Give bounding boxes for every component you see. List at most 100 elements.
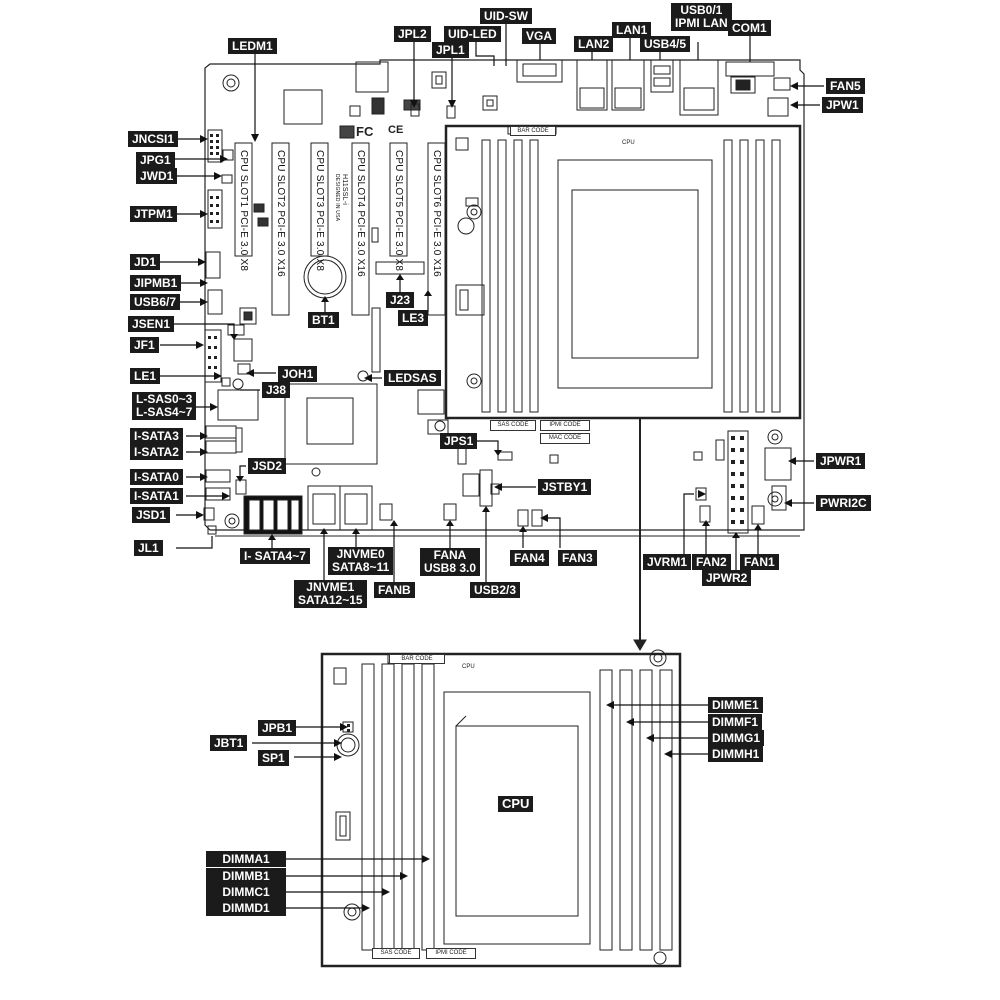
usb45-port bbox=[650, 59, 674, 93]
label-jpwr1: JPWR1 bbox=[816, 453, 866, 469]
jsd2-header bbox=[235, 479, 247, 495]
isata1-port bbox=[205, 487, 231, 501]
sata1215-text: SATA12~15 bbox=[298, 593, 363, 607]
pcie-slot1 bbox=[234, 142, 253, 257]
label-jpw1: JPW1 bbox=[822, 97, 863, 113]
lan1-port bbox=[611, 59, 645, 111]
label-jd1: JD1 bbox=[130, 254, 161, 270]
label-bt1: BT1 bbox=[308, 312, 339, 328]
label-jsen1: JSEN1 bbox=[128, 316, 175, 332]
leader-uid-led bbox=[475, 42, 495, 66]
jsd1-header bbox=[203, 507, 215, 521]
jncsi1-header bbox=[207, 129, 223, 163]
label-jvrm1: JVRM1 bbox=[643, 554, 692, 570]
slot1-label: CPU SLOT1 PCI-E 3.0 X8 bbox=[238, 150, 249, 272]
label-j38: J38 bbox=[262, 382, 291, 398]
dimm-slot-h1 bbox=[659, 669, 673, 951]
label-jnvme1: JNVME1 SATA12~15 bbox=[294, 580, 367, 608]
l-sas-connector bbox=[217, 389, 259, 421]
jpwr1-connector bbox=[764, 447, 792, 481]
mac-code-box-top: MAC CODE bbox=[540, 433, 590, 444]
dimm-slot-d1 bbox=[421, 663, 435, 951]
pcie-slot3 bbox=[310, 142, 329, 257]
label-uid-led: UID-LED bbox=[444, 26, 501, 42]
label-usb45: USB4/5 bbox=[640, 36, 691, 52]
sata811-text: SATA8~11 bbox=[332, 560, 390, 574]
label-jbt1: JBT1 bbox=[210, 735, 248, 751]
label-vga: VGA bbox=[522, 28, 557, 44]
label-jtpm1: JTPM1 bbox=[130, 206, 177, 222]
label-jncsi1: JNCSI1 bbox=[128, 131, 179, 147]
ipmi-code-box-top: IPMI CODE bbox=[540, 420, 590, 431]
label-sp1: SP1 bbox=[258, 750, 289, 766]
cpu-socket bbox=[443, 691, 591, 945]
lsas-b-text: L-SAS4~7 bbox=[136, 405, 193, 419]
sas-code-box-zoom: SAS CODE bbox=[372, 948, 420, 959]
slot3-label: CPU SLOT3 PCI-E 3.0 X8 bbox=[314, 150, 325, 272]
cpu-region-frame bbox=[444, 124, 802, 420]
label-fanb: FANB bbox=[374, 582, 415, 598]
isata0-port bbox=[205, 469, 231, 483]
label-jps1: JPS1 bbox=[440, 433, 478, 449]
leader-jsen1 bbox=[174, 323, 235, 336]
bar-code-box-top: BAR CODE bbox=[510, 126, 556, 136]
bt1-battery bbox=[303, 255, 347, 299]
label-jpg1: JPG1 bbox=[136, 152, 175, 168]
jnvme0-text: JNVME0 bbox=[336, 547, 385, 561]
bar-code-box-zoom: BAR CODE bbox=[389, 654, 445, 664]
label-isata3: I-SATA3 bbox=[130, 428, 183, 444]
label-fan5: FAN5 bbox=[826, 78, 865, 94]
label-dimmc1: DIMMC1 bbox=[206, 884, 286, 900]
label-jpb1: JPB1 bbox=[258, 720, 297, 736]
cpu-socket-small bbox=[557, 159, 713, 389]
lan2-port bbox=[576, 59, 608, 111]
label-j23: J23 bbox=[386, 292, 415, 308]
label-fan1: FAN1 bbox=[740, 554, 779, 570]
fan2-header bbox=[699, 505, 711, 523]
label-dimmg1: DIMMG1 bbox=[708, 730, 764, 746]
label-jwd1: JWD1 bbox=[136, 168, 178, 184]
cpu-small-text-zoom: CPU bbox=[462, 664, 475, 670]
label-usb67: USB6/7 bbox=[130, 294, 181, 310]
dimm-slot-c1 bbox=[401, 663, 415, 951]
usb23-header bbox=[479, 469, 493, 507]
fan5-header bbox=[773, 77, 791, 91]
dimm-slot-b1 bbox=[381, 663, 395, 951]
dimm-slot-g1 bbox=[639, 669, 653, 951]
joh1-header bbox=[237, 363, 251, 375]
label-jf1: JF1 bbox=[130, 337, 159, 353]
label-pwri2c: PWRI2C bbox=[816, 495, 871, 511]
ce-mark: CE bbox=[388, 124, 404, 136]
label-isata2: I-SATA2 bbox=[130, 444, 183, 460]
sas-code-box-top: SAS CODE bbox=[490, 420, 536, 431]
label-jpl2: JPL2 bbox=[394, 26, 431, 42]
jsen1-header bbox=[227, 324, 245, 336]
pwri2c-header bbox=[771, 485, 787, 511]
label-le1: LE1 bbox=[130, 368, 161, 384]
isata3-port bbox=[205, 425, 237, 439]
chipset-heatsink bbox=[284, 383, 378, 465]
isata2-port bbox=[205, 440, 237, 454]
jtpm1-header bbox=[207, 189, 223, 229]
leader-jsd2 bbox=[239, 465, 246, 478]
label-jl1: JL1 bbox=[134, 540, 163, 556]
label-usb01-ipmi: USB0/1 IPMI LAN bbox=[671, 3, 732, 31]
leader-jl1 bbox=[176, 536, 213, 549]
jf1-header bbox=[204, 329, 222, 383]
label-dimma1: DIMMA1 bbox=[206, 851, 286, 867]
fan1-header bbox=[751, 505, 765, 525]
ipmi-lan-port bbox=[679, 59, 719, 116]
usb01-text: USB0/1 bbox=[680, 3, 723, 17]
board-rev: DESIGNED IN USA bbox=[334, 174, 340, 222]
label-jstby1: JSTBY1 bbox=[538, 479, 592, 495]
label-dimmf1: DIMMF1 bbox=[708, 714, 762, 730]
label-ledm1: LEDM1 bbox=[228, 38, 277, 54]
pcie-slot5 bbox=[389, 142, 408, 257]
label-com1: COM1 bbox=[728, 20, 771, 36]
fanb-header bbox=[379, 503, 393, 521]
ipmi-lan-text: IPMI LAN bbox=[675, 16, 728, 30]
label-lan1: LAN1 bbox=[612, 22, 652, 38]
jps1-header bbox=[497, 451, 513, 461]
label-dimme1: DIMME1 bbox=[708, 697, 763, 713]
